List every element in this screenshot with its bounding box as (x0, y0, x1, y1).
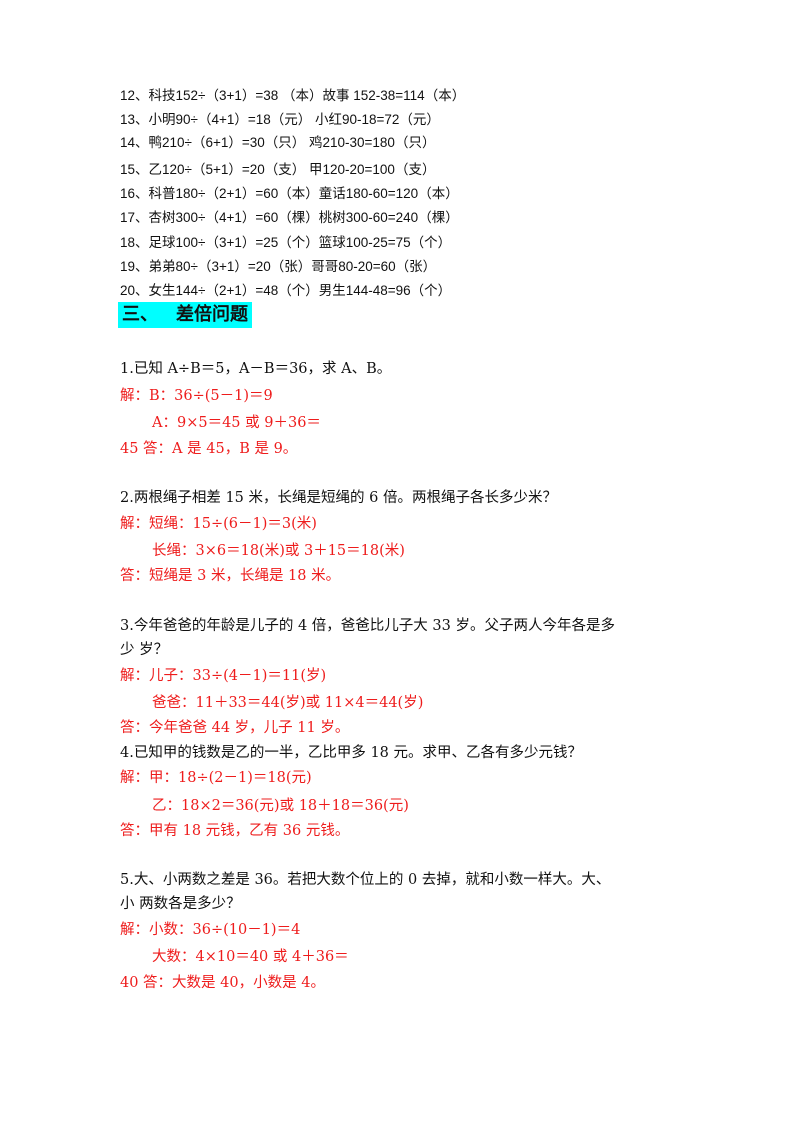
problem-1-question: 1.已知 A÷B＝5，A－B＝36，求 A、B。 (120, 361, 392, 377)
problem-5-answer: 40 答：大数是 40，小数是 4。 (120, 975, 325, 991)
problem-1-answer: 45 答：A 是 45，B 是 9。 (120, 441, 298, 457)
section-number: 三、 (122, 304, 158, 325)
problem-1-solution-b: 解：B：36÷(5－1)＝9 (120, 388, 273, 404)
problem-5-question-line1: 5.大、小两数之差是 36。若把大数个位上的 0 去掉，就和小数一样大。大、 (120, 872, 611, 888)
problem-2-solution-short: 解：短绳：15÷(6－1)＝3(米) (120, 516, 317, 532)
problem-3-question-line2: 少 岁？ (120, 642, 169, 658)
answer-line-13: 13、小明90÷（4+1）=18（元） 小红90-18=72（元） (120, 112, 440, 127)
problem-4-question: 4.已知甲的钱数是乙的一半，乙比甲多 18 元。求甲、乙各有多少元钱？ (120, 745, 583, 761)
answer-line-14: 14、鸭210÷（6+1）=30（只） 鸡210-30=180（只） (120, 135, 436, 150)
problem-4-solution-jia: 解：甲：18÷(2－1)＝18(元) (120, 770, 312, 786)
problem-5-solution-small: 解：小数：36÷(10－1)＝4 (120, 922, 301, 938)
problem-3-answer: 答：今年爸爸 44 岁，儿子 11 岁。 (120, 720, 350, 736)
problem-2-answer: 答：短绳是 3 米，长绳是 18 米。 (120, 568, 341, 584)
section-heading: 三、差倍问题 (118, 302, 252, 328)
problem-4-solution-yi: 乙：18×2＝36(元)或 18＋18＝36(元) (152, 798, 409, 814)
problem-2-question: 2.两根绳子相差 15 米，长绳是短绳的 6 倍。两根绳子各长多少米？ (120, 490, 557, 506)
answer-line-16: 16、科普180÷（2+1）=60（本）童话180-60=120（本） (120, 186, 459, 201)
problem-3-solution-son: 解：儿子：33÷(4－1)＝11(岁) (120, 668, 327, 684)
answer-line-15: 15、乙120÷（5+1）=20（支） 甲120-20=100（支） (120, 162, 436, 177)
section-title: 差倍问题 (176, 304, 248, 325)
answer-line-18: 18、足球100÷（3+1）=25（个）篮球100-25=75（个） (120, 235, 452, 250)
answer-line-20: 20、女生144÷（2+1）=48（个）男生144-48=96（个） (120, 283, 452, 298)
problem-5-solution-big: 大数：4×10＝40 或 4＋36＝ (152, 949, 349, 965)
problem-1-solution-a: A：9×5＝45 或 9＋36＝ (152, 415, 321, 431)
problem-3-question-line1: 3.今年爸爸的年龄是儿子的 4 倍，爸爸比儿子大 33 岁。父子两人今年各是多 (120, 618, 615, 634)
answer-line-19: 19、弟弟80÷（3+1）=20（张）哥哥80-20=60（张） (120, 259, 437, 274)
answer-line-17: 17、杏树300÷（4+1）=60（棵）桃树300-60=240（棵） (120, 210, 459, 225)
problem-3-solution-dad: 爸爸：11＋33＝44(岁)或 11×4＝44(岁) (152, 695, 424, 711)
problem-5-question-line2: 小 两数各是多少？ (120, 896, 241, 912)
problem-4-answer: 答：甲有 18 元钱，乙有 36 元钱。 (120, 823, 350, 839)
problem-2-solution-long: 长绳：3×6＝18(米)或 3＋15＝18(米) (152, 543, 405, 559)
answer-line-12: 12、科技152÷（3+1）=38 （本）故事 152-38=114（本） (120, 88, 466, 103)
